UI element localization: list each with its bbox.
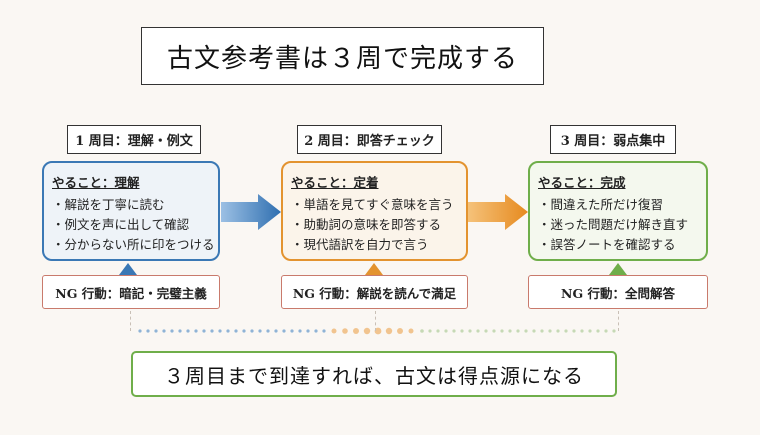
- stage-3-card: やること：完成 間違えた所だけ復習 迷った問題だけ解き直す 誤答ノートを確認する: [528, 161, 708, 261]
- stage-2-card: やること：定着 単語を見てすぐ意味を言う 助動詞の意味を即答する 現代語訳を自力…: [281, 161, 468, 261]
- list-item: 助動詞の意味を即答する: [291, 215, 458, 235]
- stage-2-pointer: [365, 263, 383, 275]
- stage-3-pointer: [609, 263, 627, 275]
- stage-3-card-heading: やること：完成: [538, 175, 626, 190]
- stage-1-card-heading: やること：理解: [52, 175, 140, 190]
- stage-3-items: 間違えた所だけ復習 迷った問題だけ解き直す 誤答ノートを確認する: [538, 195, 698, 255]
- list-item: 誤答ノートを確認する: [538, 235, 698, 255]
- stage-3-connector: [618, 311, 619, 331]
- dotted-connector-line: [138, 327, 616, 335]
- list-item: 現代語訳を自力で言う: [291, 235, 458, 255]
- stage-2-connector: [375, 311, 376, 331]
- list-item: 迷った問題だけ解き直す: [538, 215, 698, 235]
- main-title: 古文参考書は３周で完成する: [141, 27, 544, 85]
- stage-1-connector: [130, 311, 131, 331]
- stage-1-card: やること：理解 解説を丁寧に読む 例文を声に出して確認 分からない所に印をつける: [42, 161, 220, 261]
- stage-2-ng-box: NG 行動：解説を読んで満足: [281, 275, 468, 309]
- list-item: 間違えた所だけ復習: [538, 195, 698, 215]
- stage-3-ng-box: NG 行動：全問解答: [528, 275, 708, 309]
- stage-1-ng-box: NG 行動：暗記・完璧主義: [42, 275, 220, 309]
- stage-1-items: 解説を丁寧に読む 例文を声に出して確認 分からない所に印をつける: [52, 195, 215, 255]
- stage-2-card-heading: やること：定着: [291, 175, 379, 190]
- stage-1-label: 1 周目：理解・例文: [67, 125, 201, 154]
- conclusion-box: ３周目まで到達すれば、古文は得点源になる: [131, 351, 617, 397]
- stage-2-items: 単語を見てすぐ意味を言う 助動詞の意味を即答する 現代語訳を自力で言う: [291, 195, 458, 255]
- list-item: 例文を声に出して確認: [52, 215, 210, 235]
- stage-1-pointer: [119, 263, 137, 275]
- list-item: 単語を見てすぐ意味を言う: [291, 195, 458, 215]
- list-item: 解説を丁寧に読む: [52, 195, 210, 215]
- stage-3-label: 3 周目：弱点集中: [550, 125, 676, 154]
- list-item: 分からない所に印をつける: [52, 235, 215, 255]
- arrow-2-to-3: [468, 194, 528, 230]
- stage-2-label: 2 周目：即答チェック: [297, 125, 442, 154]
- arrow-1-to-2: [221, 194, 281, 230]
